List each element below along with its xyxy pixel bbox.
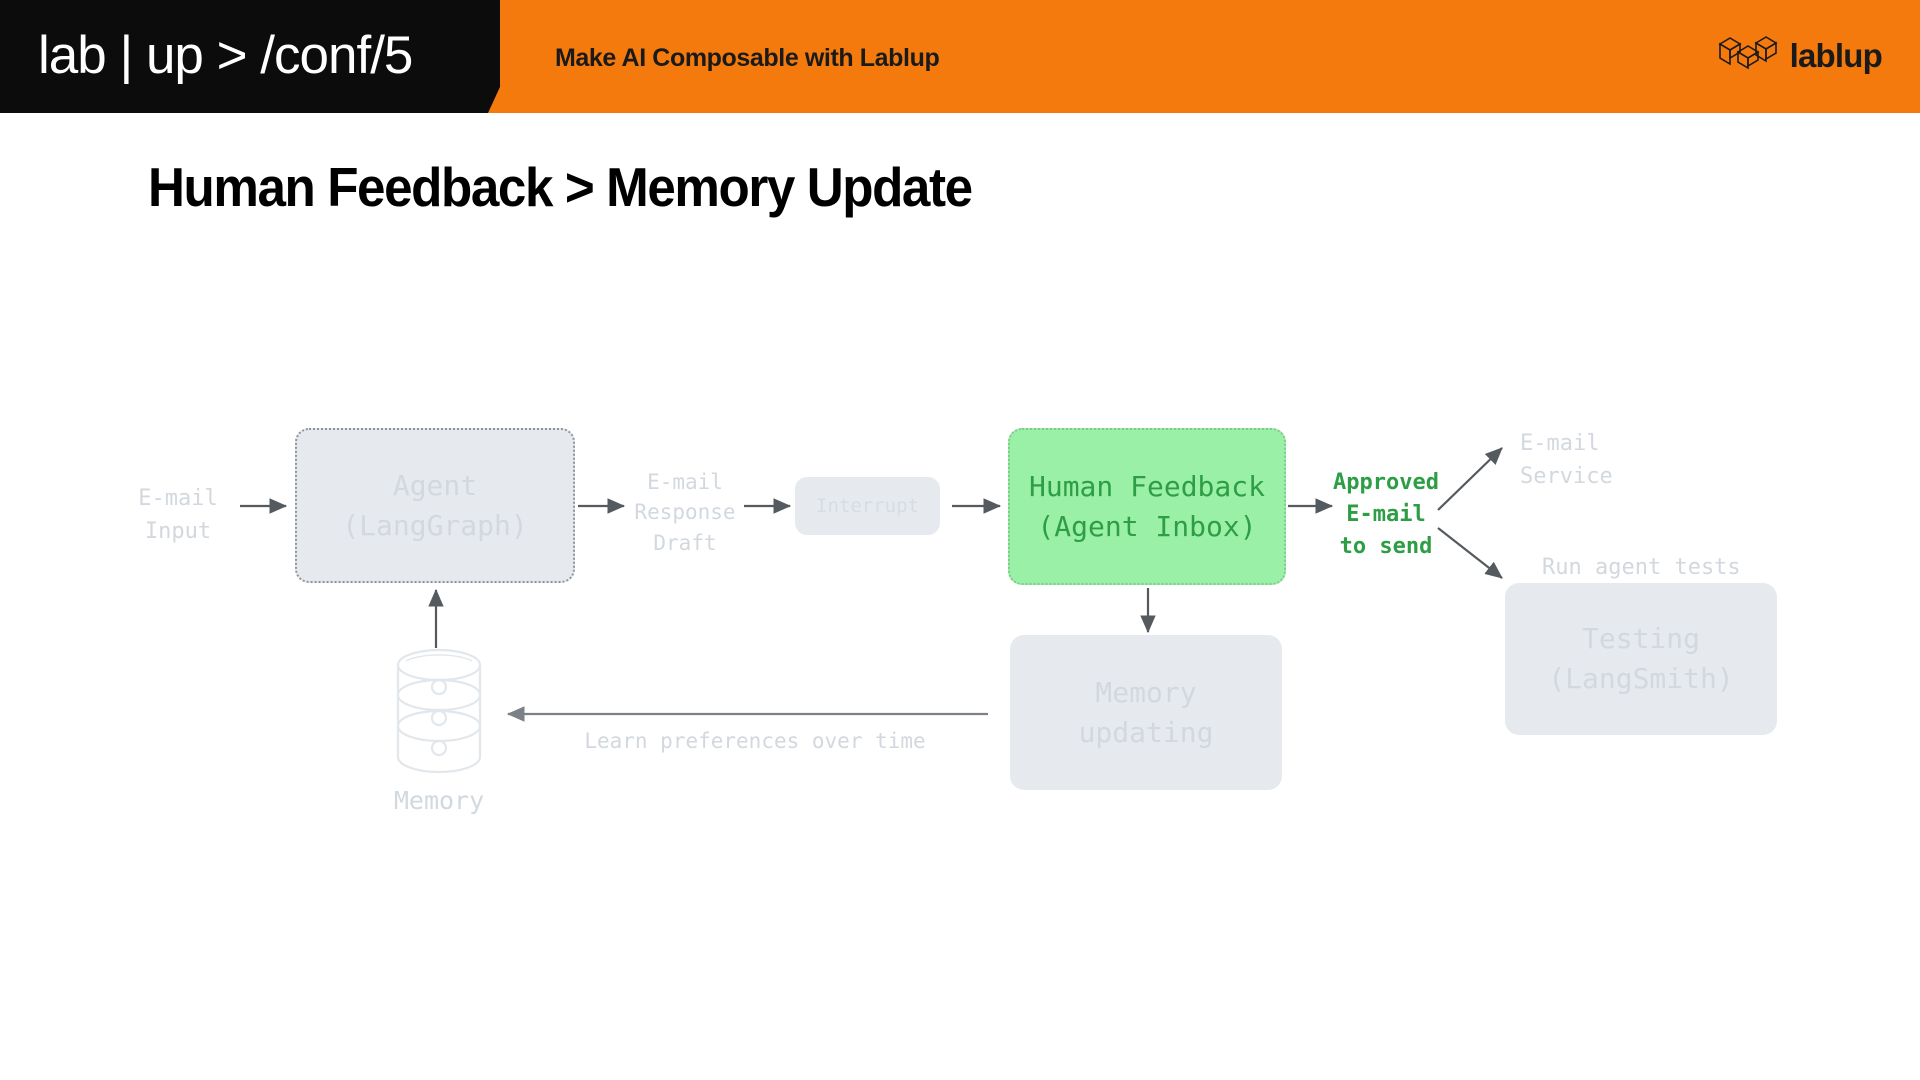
lablup-wordmark: lablup: [1789, 36, 1883, 74]
conference-logo: lab | up > /conf/5: [38, 26, 413, 85]
node-email-service: E-mail Service: [1520, 431, 1613, 489]
lablup-isometric-mark-icon: [1716, 32, 1778, 79]
node-memory-label: Memory: [393, 786, 485, 815]
lablup-brand: lablup: [1716, 32, 1883, 79]
header-black-wedge: [0, 0, 500, 113]
edge-label-email-response-draft: E-mail Response Draft: [634, 470, 736, 555]
conference-header-bar: lab | up > /conf/5 Make AI Composable wi…: [0, 0, 1920, 113]
header-tagline: Make AI Composable with Lablup: [555, 44, 940, 72]
node-email-input: E-mail Input: [138, 486, 218, 544]
node-memory-updating[interactable]: Memory updating: [1010, 635, 1282, 790]
page-title: Human Feedback > Memory Update: [148, 156, 973, 218]
node-agent-langgraph[interactable]: Agent (LangGraph): [295, 428, 575, 583]
edge-label-run-agent-tests: Run agent tests: [1542, 555, 1741, 580]
node-interrupt[interactable]: Interrupt: [795, 477, 940, 535]
node-testing-langsmith[interactable]: Testing (LangSmith): [1505, 583, 1777, 735]
edge-label-learn-preferences-over-time: Learn preferences over time: [584, 729, 926, 753]
database-cylinder-icon: [388, 647, 490, 775]
node-human-feedback-agent-inbox[interactable]: Human Feedback (Agent Inbox): [1008, 428, 1286, 585]
edge-label-approved-email-to-send: Approved E-mail to send: [1333, 470, 1439, 559]
